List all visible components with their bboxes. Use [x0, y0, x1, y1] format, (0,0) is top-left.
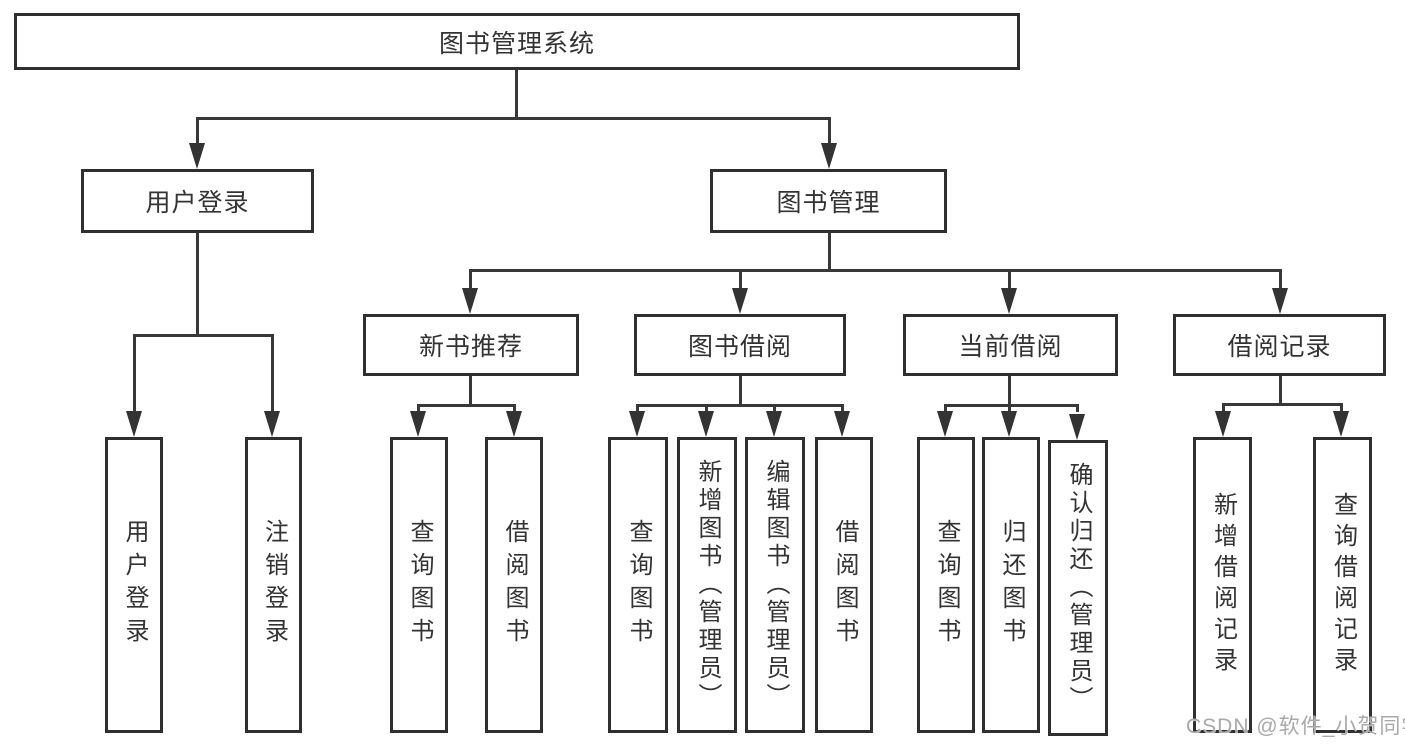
- node-leaf-cb-return-books: 归还图书: [982, 437, 1040, 733]
- connector-drop-user-login: [196, 117, 199, 145]
- node-leaf-cb-confirm-return-label: 确认归还（管理员）: [1065, 462, 1092, 714]
- node-leaf-cb-query-books: 查询图书: [917, 437, 975, 733]
- arrow-down-icon: [264, 411, 280, 437]
- connector-user-login-vline: [196, 233, 199, 334]
- connector-root-hline: [196, 117, 831, 120]
- connector-g1-drop2: [513, 404, 516, 412]
- node-book-borrowing-label: 图书借阅: [687, 333, 792, 361]
- connector-drop-leaf-user-login: [133, 334, 136, 411]
- arrow-down-icon: [1272, 288, 1288, 314]
- node-user-login: 用户登录: [81, 169, 314, 233]
- connector-g4-drop1: [1222, 403, 1225, 412]
- arrow-down-icon: [1001, 288, 1017, 314]
- connector-g2-hline: [636, 404, 844, 407]
- node-leaf-logout-label: 注销登录: [260, 519, 288, 651]
- node-borrowing-records: 借阅记录: [1173, 314, 1386, 376]
- node-leaf-bb-edit-books-label: 编辑图书（管理员）: [762, 459, 789, 711]
- connector-user-login-hline: [133, 334, 273, 337]
- node-current-borrowing-label: 当前借阅: [958, 333, 1063, 361]
- node-leaf-user-login: 用户登录: [105, 437, 163, 733]
- node-leaf-bb-query-books-label: 查询图书: [625, 519, 652, 651]
- connector-g2-drop1: [636, 404, 639, 412]
- node-new-book-recommend-label: 新书推荐: [418, 333, 523, 361]
- arrow-down-icon: [1333, 411, 1349, 437]
- watermark: CSDN @软件_小贺同学: [1186, 715, 1405, 738]
- arrow-down-icon: [189, 143, 205, 169]
- connector-drop-leaf-logout: [271, 334, 274, 411]
- arrow-down-icon: [732, 288, 748, 314]
- node-library-management-system-label: 图书管理系统: [438, 29, 595, 58]
- connector-g3-drop3: [1076, 404, 1079, 412]
- connector-book-mgmt-vline: [828, 233, 831, 269]
- node-leaf-bb-borrow-books-label: 借阅图书: [831, 519, 858, 651]
- node-user-login-label: 用户登录: [145, 189, 250, 217]
- node-library-management-system: 图书管理系统: [14, 13, 1020, 70]
- connector-drop-borrow-records: [1279, 269, 1282, 288]
- connector-g2-drop2: [705, 404, 708, 412]
- node-leaf-br-add-record: 新增借阅记录: [1193, 437, 1252, 733]
- connector-root-vline: [515, 70, 518, 117]
- arrow-down-icon: [766, 411, 782, 437]
- node-leaf-bb-add-books-label: 新增图书（管理员）: [694, 459, 721, 711]
- connector-drop-book-mgmt: [828, 117, 831, 145]
- arrow-down-icon: [698, 411, 714, 437]
- node-leaf-logout: 注销登录: [245, 437, 302, 733]
- node-leaf-cb-return-books-label: 归还图书: [998, 519, 1025, 651]
- arrow-down-icon: [821, 143, 837, 169]
- connector-drop-new-book-rec: [469, 269, 472, 288]
- connector-g2-vline: [739, 376, 742, 407]
- connector-g1-drop1: [417, 404, 420, 412]
- node-book-management-label: 图书管理: [776, 189, 881, 217]
- arrow-down-icon: [410, 411, 426, 437]
- connector-g3-drop1: [944, 404, 947, 412]
- connector-g4-vline: [1279, 376, 1282, 406]
- node-book-borrowing: 图书借阅: [634, 314, 846, 376]
- arrow-down-icon: [1069, 414, 1085, 440]
- node-leaf-cb-confirm-return: 确认归还（管理员）: [1048, 440, 1108, 736]
- node-leaf-user-login-label: 用户登录: [121, 519, 148, 651]
- arrow-down-icon: [1215, 411, 1231, 437]
- arrow-down-icon: [126, 411, 142, 437]
- connector-g1-hline: [417, 404, 516, 407]
- node-leaf-rec-borrow-books-label: 借阅图书: [501, 519, 528, 651]
- connector-g4-drop2: [1340, 403, 1343, 412]
- node-new-book-recommend: 新书推荐: [363, 314, 579, 376]
- connector-g3-drop2: [1008, 404, 1011, 412]
- node-leaf-br-add-record-label: 新增借阅记录: [1209, 492, 1237, 678]
- connector-g4-hline: [1222, 403, 1343, 406]
- node-book-management: 图书管理: [710, 169, 947, 233]
- node-leaf-rec-query-books: 查询图书: [390, 437, 448, 733]
- arrow-down-icon: [506, 411, 522, 437]
- arrow-down-icon: [629, 411, 645, 437]
- node-leaf-rec-borrow-books: 借阅图书: [485, 437, 543, 733]
- node-leaf-bb-edit-books: 编辑图书（管理员）: [745, 437, 805, 733]
- node-borrowing-records-label: 借阅记录: [1227, 333, 1332, 361]
- connector-g3-vline: [1008, 376, 1011, 407]
- connector-g2-drop4: [841, 404, 844, 412]
- connector-g3-hline: [944, 404, 1079, 407]
- node-leaf-br-query-record: 查询借阅记录: [1313, 437, 1372, 733]
- arrow-down-icon: [1001, 411, 1017, 437]
- connector-book-mgmt-hline: [469, 269, 1282, 272]
- connector-drop-current-borrow: [1008, 269, 1011, 288]
- node-leaf-br-query-record-label: 查询借阅记录: [1329, 492, 1357, 678]
- node-leaf-cb-query-books-label: 查询图书: [933, 519, 960, 651]
- node-leaf-bb-query-books: 查询图书: [608, 437, 668, 733]
- arrow-down-icon: [462, 288, 478, 314]
- connector-g1-vline: [469, 376, 472, 407]
- arrow-down-icon: [937, 411, 953, 437]
- connector-g2-drop3: [773, 404, 776, 412]
- node-leaf-rec-query-books-label: 查询图书: [406, 519, 433, 651]
- arrow-down-icon: [834, 411, 850, 437]
- node-current-borrowing: 当前借阅: [903, 314, 1118, 376]
- connector-drop-book-borrow: [739, 269, 742, 288]
- node-leaf-bb-borrow-books: 借阅图书: [815, 437, 873, 733]
- node-leaf-bb-add-books: 新增图书（管理员）: [677, 437, 737, 733]
